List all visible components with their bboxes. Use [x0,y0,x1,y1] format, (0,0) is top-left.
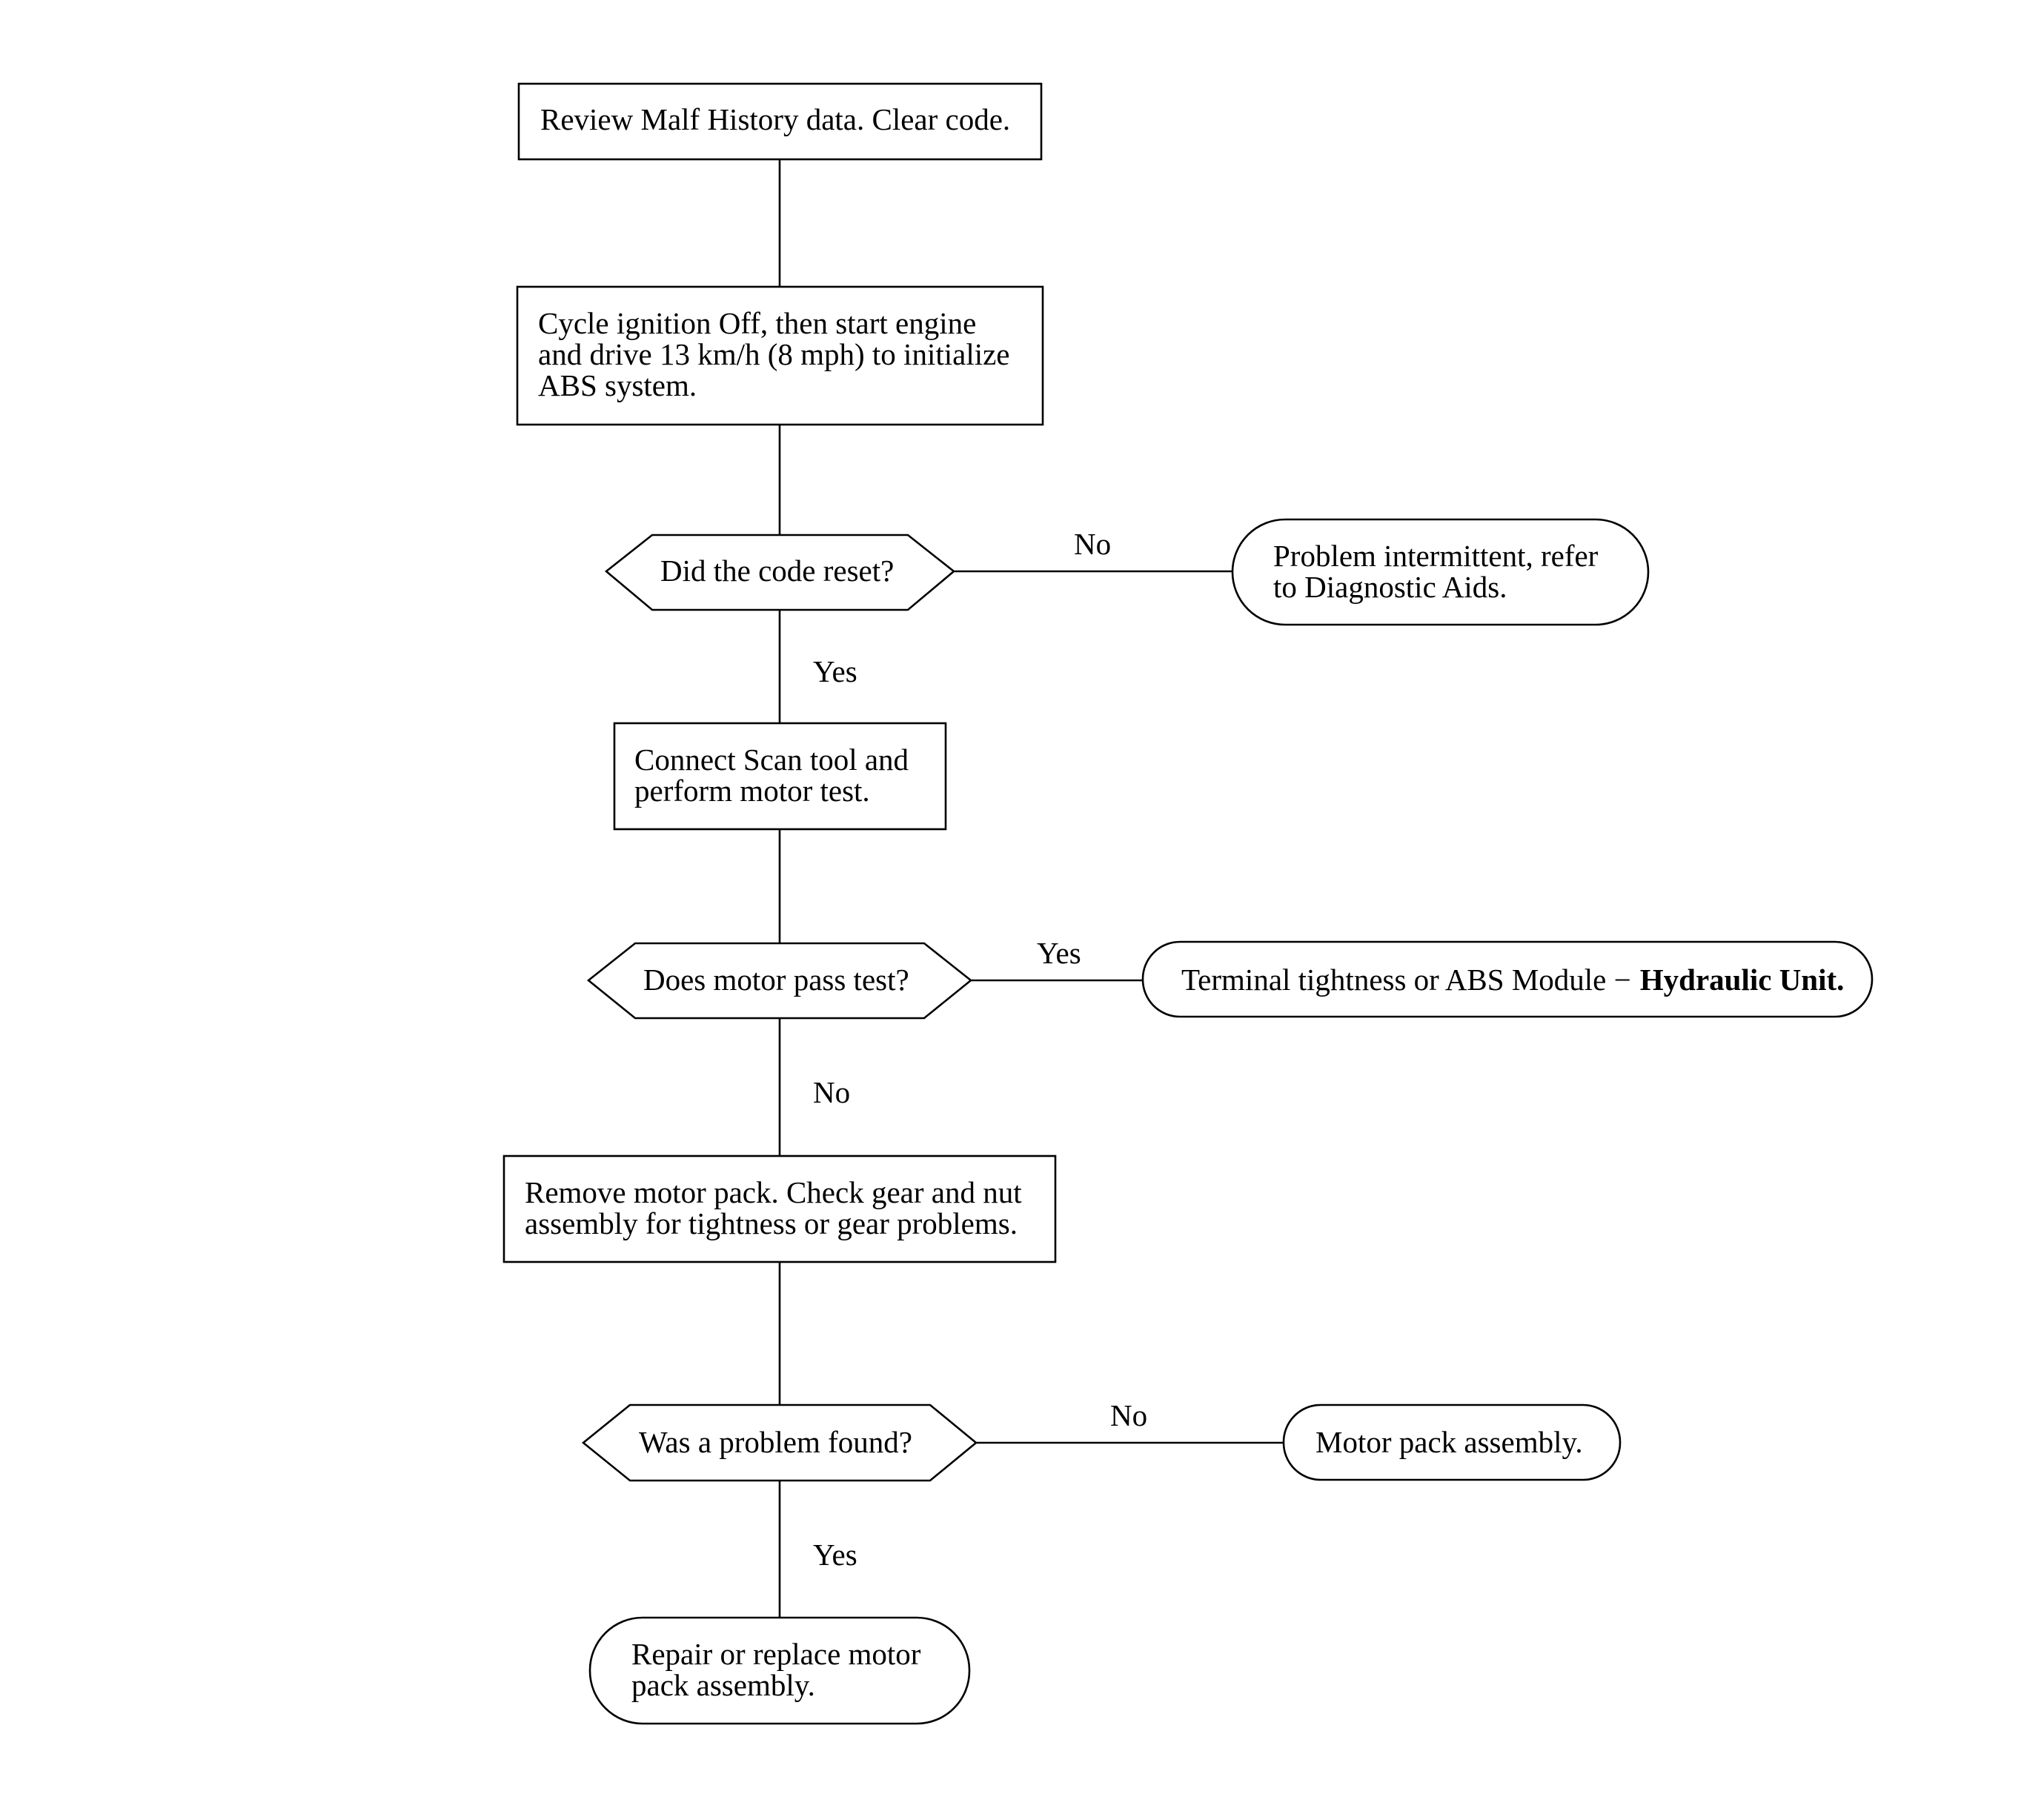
step-cycle-line-2: and drive 13 km/h (8 mph) to initialize [538,337,1010,371]
end-repair-line-1: Repair or replace motor [631,1637,921,1671]
step-remove-line-2: assembly for tightness or gear problems. [525,1206,1018,1240]
end-repair-line-2: pack assembly. [631,1668,815,1702]
decision-code-reset-yes-label: Yes [813,654,857,688]
end-intermittent-line-2: to Diagnostic Aids. [1273,570,1507,604]
step-cycle-ignition: Cycle ignition Off, then start engine an… [516,285,1044,426]
end-intermittent-line-1: Problem intermittent, refer [1273,539,1599,573]
step-review-malf-history: Review Malf History data. Clear code. [517,82,1043,161]
step-review-text: Review Malf History data. Clear code. [540,102,1010,136]
decision-problem-found-text: Was a problem found? [639,1425,912,1459]
end-motor-pack-text: Motor pack assembly. [1315,1425,1583,1459]
decision-code-reset: Did the code reset? [604,534,956,611]
step-remove-line-1: Remove motor pack. Check gear and nut [525,1175,1022,1209]
decision-problem-found-yes-label: Yes [813,1538,857,1572]
decision-problem-found-no-label: No [1110,1398,1147,1432]
decision-motor-test-no-label: No [813,1075,850,1109]
end-terminal-text-bold: Hydraulic Unit. [1640,963,1845,997]
decision-motor-test-text: Does motor pass test? [643,963,909,997]
step-connect-scan-tool: Connect Scan tool and perform motor test… [613,722,947,831]
decision-code-reset-text: Did the code reset? [660,554,894,588]
end-terminal-text-regular: Terminal tightness or ABS Module − [1181,963,1631,997]
end-problem-intermittent: Problem intermittent, refer to Diagnosti… [1231,518,1650,626]
end-terminal-tightness: Terminal tightness or ABS Module − Hydrau… [1141,940,1874,1018]
step-cycle-line-1: Cycle ignition Off, then start engine [538,306,976,340]
decision-motor-test-yes-label: Yes [1037,936,1081,970]
decision-problem-found: Was a problem found? [581,1403,978,1482]
connectors [778,159,1284,1618]
step-scan-line-2: perform motor test. [634,774,870,808]
decision-motor-pass-test: Does motor pass test? [586,942,973,1020]
end-repair-replace: Repair or replace motor pack assembly. [588,1616,971,1725]
step-cycle-line-3: ABS system. [538,368,697,402]
end-terminal-text: Terminal tightness or ABS Module − Hydrau… [1181,963,1844,997]
step-scan-line-1: Connect Scan tool and [634,742,909,777]
end-motor-pack-assembly: Motor pack assembly. [1282,1403,1622,1481]
decision-code-reset-no-label: No [1074,527,1111,561]
step-remove-motor-pack: Remove motor pack. Check gear and nut as… [502,1154,1057,1263]
